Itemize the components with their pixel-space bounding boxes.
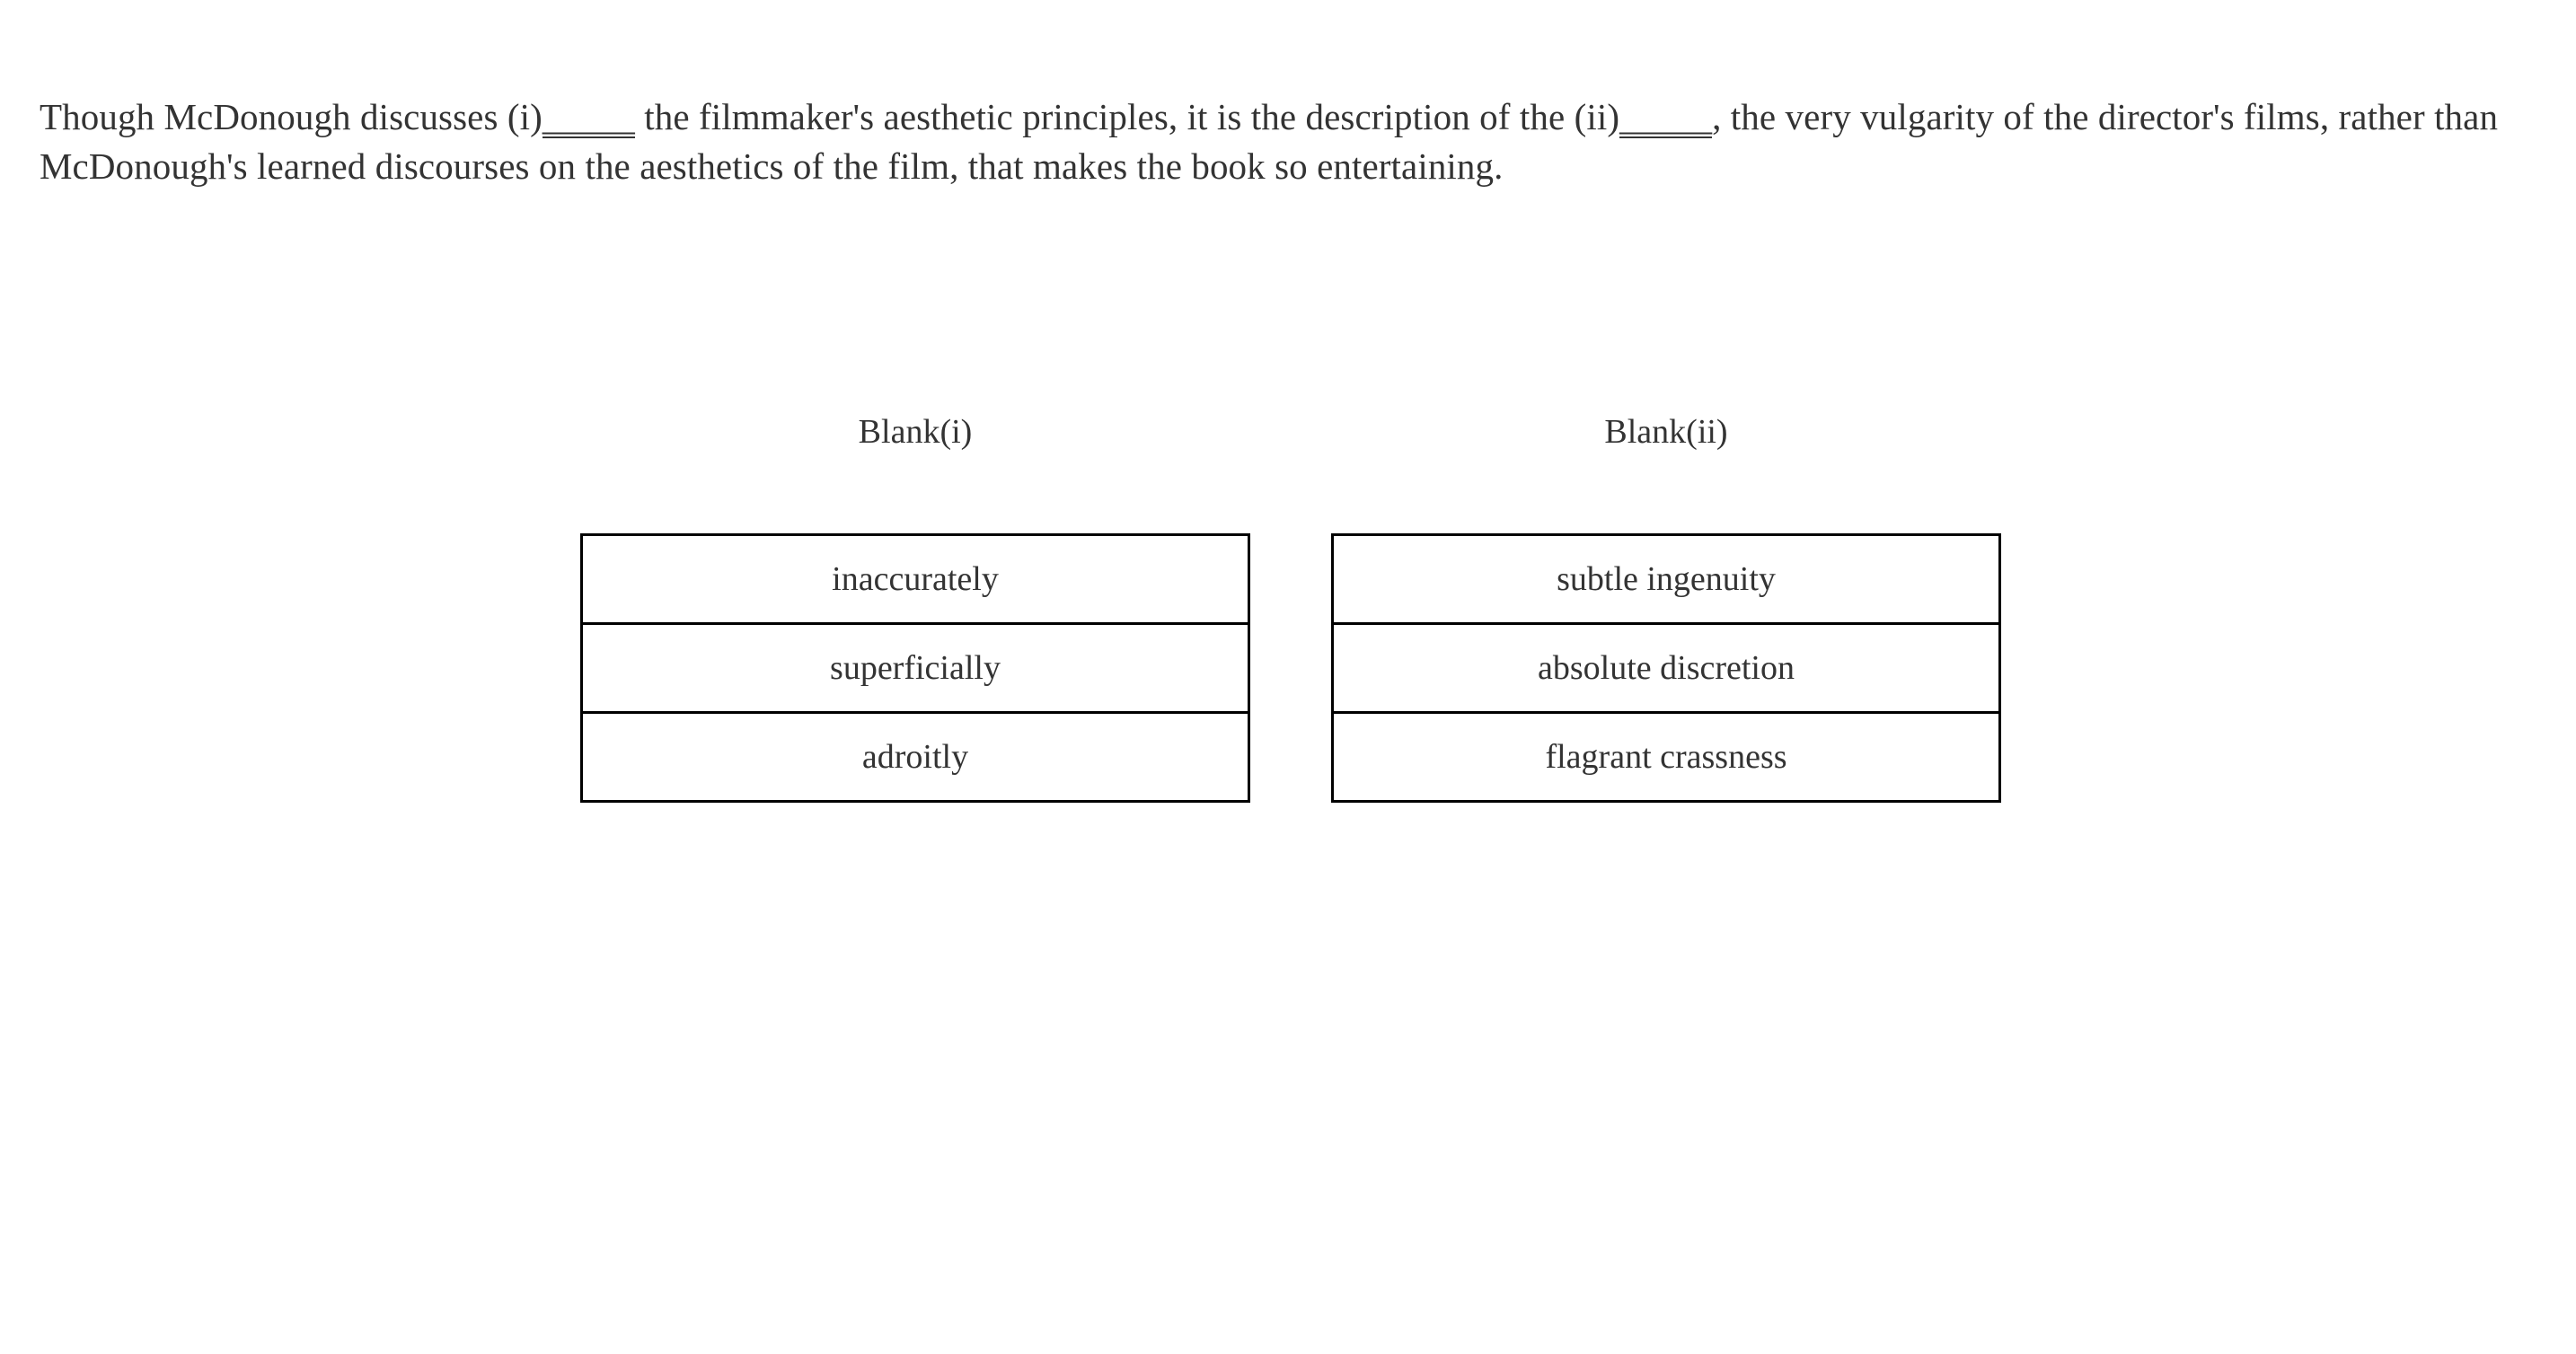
- passage-segment-1: Though McDonough discusses (i): [40, 96, 543, 137]
- choice-option-ii-1[interactable]: subtle ingenuity: [1332, 534, 2000, 624]
- choice-option-i-2[interactable]: superficially: [581, 622, 1249, 713]
- table-row[interactable]: adroitly: [581, 711, 1249, 802]
- passage-segment-2: the filmmaker's aesthetic principles, it…: [634, 96, 1620, 137]
- blank-i-placeholder: _____: [542, 92, 635, 142]
- choice-table-blank-ii: subtle ingenuity absolute discretion fla…: [1331, 533, 2001, 803]
- choice-option-ii-2[interactable]: absolute discretion: [1332, 622, 2000, 713]
- table-row[interactable]: inaccurately: [581, 534, 1249, 624]
- choice-option-i-3[interactable]: adroitly: [581, 711, 1249, 802]
- choice-option-i-1[interactable]: inaccurately: [581, 534, 1249, 624]
- table-row[interactable]: subtle ingenuity: [1332, 534, 2000, 624]
- answer-group-blank-ii: Blank(ii) subtle ingenuity absolute disc…: [1331, 415, 2001, 803]
- table-row[interactable]: flagrant crassness: [1332, 711, 2000, 802]
- passage-segment-3: , the very vulgarity of the director's f…: [40, 96, 2499, 187]
- answer-group-header-blank-i: Blank(i): [858, 413, 973, 451]
- answer-group-blank-i: Blank(i) inaccurately superficially adro…: [580, 415, 1250, 803]
- choice-option-ii-3[interactable]: flagrant crassness: [1332, 711, 2000, 802]
- table-row[interactable]: superficially: [581, 622, 1249, 713]
- choice-table-blank-i: inaccurately superficially adroitly: [580, 533, 1250, 803]
- question-passage: Though McDonough discusses (i)_____ the …: [40, 92, 2536, 191]
- table-row[interactable]: absolute discretion: [1332, 622, 2000, 713]
- blank-ii-placeholder: _____: [1619, 92, 1713, 142]
- answer-group-header-blank-ii: Blank(ii): [1604, 413, 1728, 451]
